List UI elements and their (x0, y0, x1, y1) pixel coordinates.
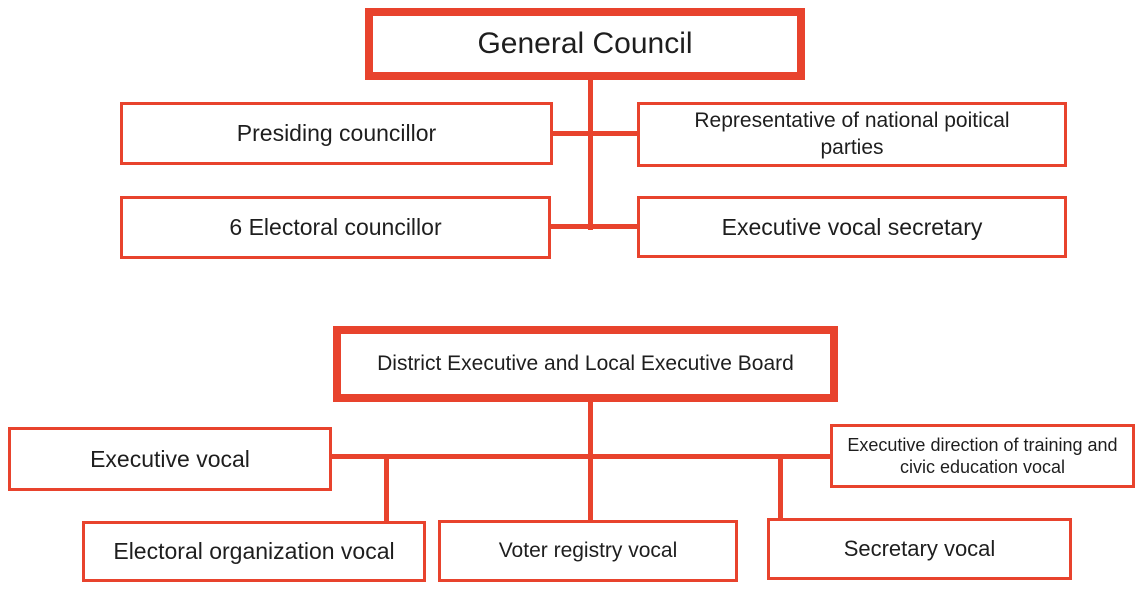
node-executive-vocal-secretary-label: Executive vocal secretary (721, 213, 983, 240)
node-electoral-organization-vocal: Electoral organization vocal (82, 521, 426, 582)
connector-lower-horizontal (330, 454, 832, 459)
node-voter-registry-vocal: Voter registry vocal (438, 520, 738, 582)
node-voter-registry-vocal-label: Voter registry vocal (498, 538, 678, 562)
node-representative-national-parties-label: Representative of national poitical part… (694, 109, 1010, 159)
node-presiding-councillor: Presiding councillor (120, 102, 553, 165)
node-presiding-councillor-label: Presiding councillor (236, 120, 437, 147)
node-district-board-label: District Executive and Local Executive B… (377, 351, 794, 375)
connector-row2-horizontal (551, 224, 637, 229)
node-secretary-vocal: Secretary vocal (767, 518, 1072, 580)
connector-drop-secretary (778, 458, 783, 518)
node-electoral-councillor: 6 Electoral councillor (120, 196, 551, 259)
node-general-council: General Council (365, 8, 805, 80)
node-executive-vocal-label: Executive vocal (90, 445, 250, 472)
node-general-council-label: General Council (477, 27, 693, 61)
node-electoral-councillor-label: 6 Electoral councillor (229, 214, 442, 241)
connector-drop-electoral-organization (384, 458, 389, 521)
connector-general-council-vertical (588, 80, 593, 230)
node-representative-national-parties: Representative of national poitical part… (637, 102, 1067, 167)
node-secretary-vocal-label: Secretary vocal (843, 536, 996, 562)
node-district-board: District Executive and Local Executive B… (333, 326, 838, 402)
node-executive-vocal-secretary: Executive vocal secretary (637, 196, 1067, 258)
connector-district-board-vertical (588, 402, 593, 459)
node-executive-vocal: Executive vocal (8, 427, 332, 491)
node-electoral-organization-vocal-label: Electoral organization vocal (113, 538, 395, 565)
node-executive-direction-training: Executive direction of training and civi… (830, 424, 1135, 488)
connector-row1-horizontal (553, 131, 637, 136)
node-executive-direction-training-label: Executive direction of training and civi… (847, 434, 1118, 478)
connector-drop-voter-registry (588, 458, 593, 520)
